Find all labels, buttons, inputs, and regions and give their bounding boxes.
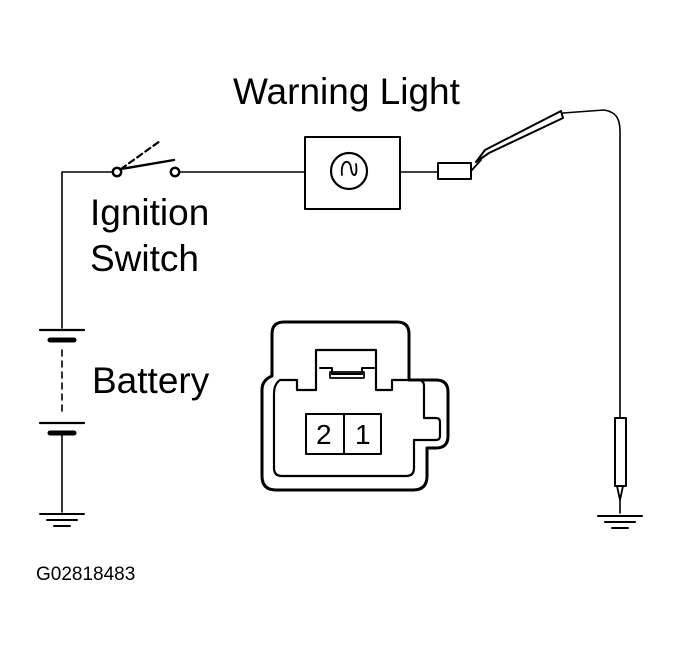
switch-contact <box>119 158 176 171</box>
connector-pin-2-label: 2 <box>316 419 332 450</box>
ignition-switch-symbol <box>111 139 181 178</box>
ground-symbol-left <box>39 513 85 527</box>
connector-latch-inner <box>329 371 365 379</box>
connector-pin-1-label: 1 <box>355 419 371 450</box>
warning-light-label: Warning Light <box>233 71 460 112</box>
wire-left-vertical <box>61 171 114 329</box>
probe-lead <box>562 109 621 419</box>
figure-code: G02818483 <box>36 564 136 585</box>
connector-symbol <box>260 320 450 492</box>
probe-tip <box>470 159 482 172</box>
warning-light-filament <box>340 160 358 176</box>
test-probe <box>470 109 627 514</box>
battery-symbol <box>38 328 86 513</box>
connector-outer-housing <box>260 320 450 492</box>
switch-left-terminal <box>111 166 123 178</box>
switch-open-position <box>119 139 162 171</box>
fuse-block <box>437 162 472 180</box>
probe-body <box>475 110 564 163</box>
ground-symbol-right <box>597 515 643 529</box>
warning-light-bulb <box>329 151 369 191</box>
warning-light-housing <box>304 136 401 210</box>
ground-probe-body <box>614 417 627 487</box>
connector-latch <box>319 367 375 375</box>
connector-inner-housing <box>272 348 442 478</box>
battery-label: Battery <box>92 360 210 401</box>
ignition-switch-label-line2: Switch <box>90 238 199 279</box>
connector-pin-cell-1 <box>343 413 382 455</box>
warning-light-symbol <box>304 136 401 210</box>
switch-right-terminal <box>169 166 181 178</box>
ignition-switch-label-line1: Ignition <box>90 192 210 233</box>
ground-probe-tip <box>616 485 624 501</box>
